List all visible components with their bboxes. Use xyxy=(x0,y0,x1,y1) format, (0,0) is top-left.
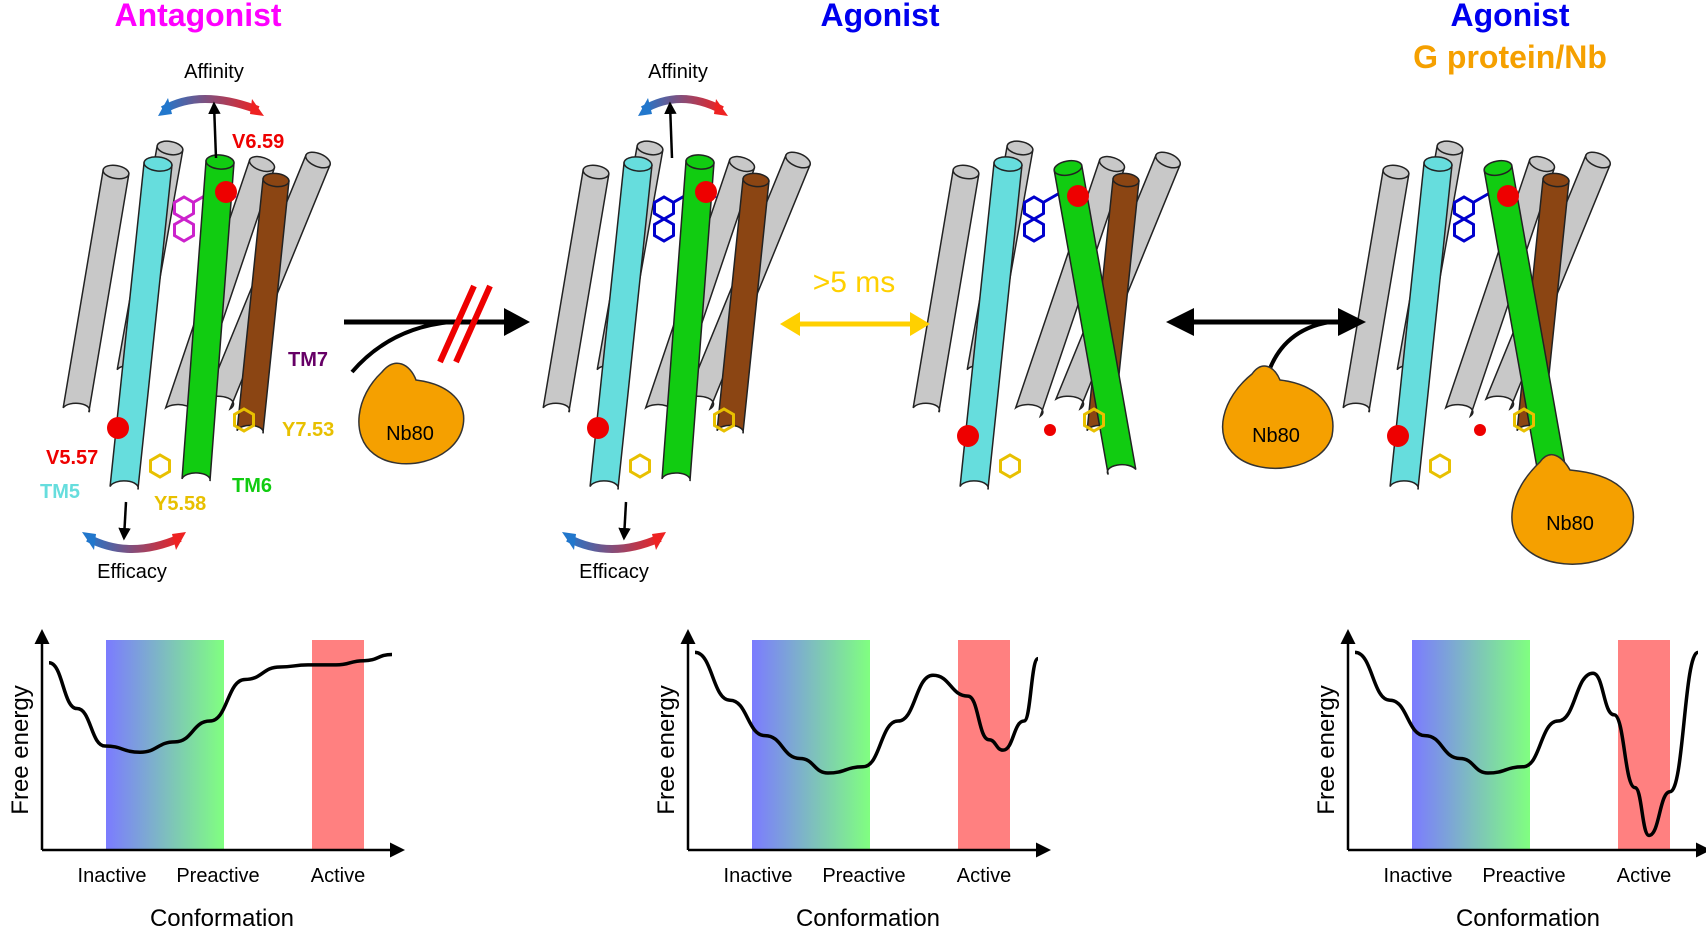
tm-grey-1 xyxy=(62,164,130,413)
efficacy-label-1: Efficacy xyxy=(97,561,167,583)
tm6-helix xyxy=(1053,159,1137,475)
x-axis-label: Conformation xyxy=(150,905,294,928)
ligand-ring-b xyxy=(173,217,195,243)
region-inactive-preactive xyxy=(752,640,870,850)
tm-grey-3 xyxy=(1444,155,1556,419)
residue-v557 xyxy=(1387,425,1409,447)
region-active xyxy=(312,640,364,850)
tick-label-preactive: Preactive xyxy=(822,865,905,887)
panel1-title: Antagonist xyxy=(114,0,281,33)
tm6-helix xyxy=(181,154,235,482)
residue-y753 xyxy=(1513,407,1535,433)
y-axis-label: Free energy xyxy=(1313,685,1340,814)
affinity-arrow-2 xyxy=(638,95,728,159)
nanobody-3: Nb80 xyxy=(1511,453,1635,565)
region-inactive-preactive xyxy=(1412,640,1530,850)
tm-grey-1 xyxy=(1342,164,1410,413)
water-bridge xyxy=(1044,424,1056,436)
helix-label-tm7: TM7 xyxy=(288,349,328,371)
tick-label-preactive: Preactive xyxy=(176,865,259,887)
residue-v659 xyxy=(695,181,717,203)
receptor-agonist-inactive xyxy=(542,140,812,490)
residue-y558 xyxy=(999,453,1021,479)
ligand-ring-b xyxy=(1453,217,1475,243)
residue-y753 xyxy=(1083,407,1105,433)
nanobody-label-2: Nb80 xyxy=(1252,425,1300,447)
residue-v557 xyxy=(587,417,609,439)
ligand-ring-a xyxy=(173,195,195,221)
tm-grey-3 xyxy=(1014,155,1126,419)
residue-y753 xyxy=(233,407,255,433)
residue-y558 xyxy=(629,453,651,479)
receptor-agonist-preactive xyxy=(912,140,1182,490)
tm5-helix xyxy=(109,156,173,490)
residue-y558 xyxy=(1429,453,1451,479)
region-active xyxy=(958,640,1010,850)
residue-v659 xyxy=(215,181,237,203)
residue-label-v557: V5.57 xyxy=(46,447,98,469)
free-energy-curve xyxy=(1354,650,1700,838)
residue-v659 xyxy=(1497,185,1519,207)
tick-label-active: Active xyxy=(311,865,365,887)
residue-label-y558: Y5.58 xyxy=(154,493,206,515)
residue-y558 xyxy=(149,453,171,479)
y-axis-label: Free energy xyxy=(7,685,34,814)
panel3-title: Agonist xyxy=(1450,0,1569,33)
panel2-title: Agonist xyxy=(820,0,939,33)
panel3-subtitle: G protein/Nb xyxy=(1413,39,1607,75)
nanobody-1: Nb80 xyxy=(358,362,465,465)
affinity-arrow-1 xyxy=(158,95,264,159)
helix-label-tm6: TM6 xyxy=(232,475,272,497)
free-energy-curve xyxy=(694,650,1040,775)
residue-label-y753: Y7.53 xyxy=(282,419,334,441)
ligand-ring-a xyxy=(1453,195,1475,221)
blocked-transition-arrow xyxy=(344,284,530,374)
ligand-ring-a xyxy=(1023,195,1045,221)
helix-label-tm5: TM5 xyxy=(40,481,80,503)
nanobody-label-1: Nb80 xyxy=(386,423,434,445)
nanobody-label-3: Nb80 xyxy=(1546,513,1594,535)
residue-y753 xyxy=(713,407,735,433)
affinity-label-1: Affinity xyxy=(184,61,244,83)
efficacy-arrow-1 xyxy=(82,501,186,553)
tick-label-inactive: Inactive xyxy=(1384,865,1453,887)
tm5-helix xyxy=(589,156,653,490)
ligand-ring-a xyxy=(653,195,675,221)
tick-label-inactive: Inactive xyxy=(724,865,793,887)
exchange-arrow xyxy=(780,312,930,336)
residue-v659 xyxy=(1067,185,1089,207)
tick-label-active: Active xyxy=(957,865,1011,887)
exchange-time-label: >5 ms xyxy=(813,266,896,299)
tm-grey-1 xyxy=(912,164,980,413)
ligand-ring-b xyxy=(653,217,675,243)
tm6-helix xyxy=(661,154,715,482)
tick-label-preactive: Preactive xyxy=(1482,865,1565,887)
affinity-label-2: Affinity xyxy=(648,61,708,83)
efficacy-label-2: Efficacy xyxy=(579,561,649,583)
receptor-agonist-active xyxy=(1342,140,1612,490)
x-axis-label: Conformation xyxy=(796,905,940,928)
tick-label-inactive: Inactive xyxy=(78,865,147,887)
free-energy-curve xyxy=(48,652,393,754)
x-axis-label: Conformation xyxy=(1456,905,1600,928)
tm-grey-1 xyxy=(542,164,610,413)
efficacy-arrow-2 xyxy=(562,501,666,553)
residue-v557 xyxy=(957,425,979,447)
nanobody-2: Nb80 xyxy=(1221,365,1334,469)
tick-label-active: Active xyxy=(1617,865,1671,887)
ligand-ring-b xyxy=(1023,217,1045,243)
tm5-helix xyxy=(1389,156,1453,490)
receptor-antagonist xyxy=(62,140,332,490)
residue-label-v659: V6.59 xyxy=(232,131,284,153)
tm5-helix xyxy=(959,156,1023,490)
residue-v557 xyxy=(107,417,129,439)
y-axis-label: Free energy xyxy=(653,685,680,814)
water-bridge xyxy=(1474,424,1486,436)
